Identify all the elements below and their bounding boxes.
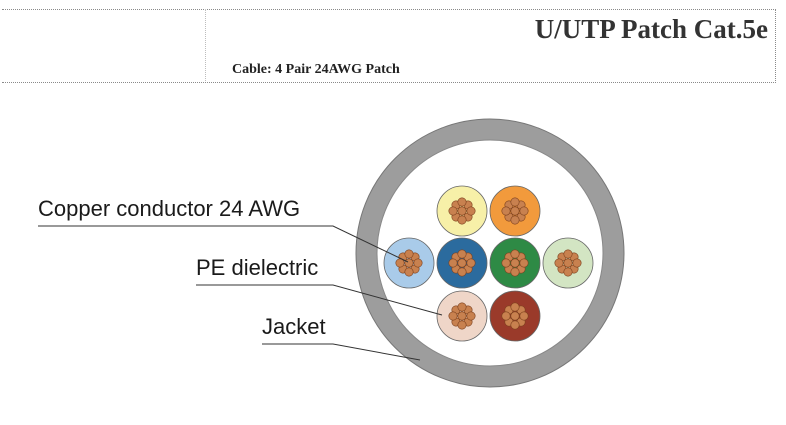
copper-strand [501,311,511,321]
copper-strand [572,258,582,268]
copper-strand [466,206,476,216]
copper-strand [448,258,458,268]
conductor-label: Copper conductor 24 AWG [38,196,301,221]
cable-interior [376,139,604,367]
conductor-leader-line [38,225,409,263]
copper-strand [457,267,467,277]
header-divider [205,9,206,81]
jacket-label: Jacket [262,314,326,339]
copper-strand [519,258,529,268]
copper-strand [404,267,414,277]
copper-strand [563,249,573,259]
wire-brown [489,290,541,342]
copper-strand [457,258,467,268]
wire-white-green [542,237,594,289]
copper-strand [510,197,520,207]
copper-strand [501,206,511,216]
page-title: U/UTP Patch Cat.5e [534,14,768,44]
wire-green [489,237,541,289]
copper-strand [448,311,458,321]
copper-strand [510,249,520,259]
copper-strand [457,320,467,330]
copper-strand [404,249,414,259]
copper-strand [510,206,520,216]
copper-strand [457,206,467,216]
copper-strand [404,258,414,268]
copper-strand [395,258,405,268]
wire-white-blue [383,237,435,289]
wire-blue [436,237,488,289]
copper-strand [563,258,573,268]
copper-strand [519,311,529,321]
copper-strand [466,311,476,321]
copper-strand [510,215,520,225]
copper-strand [563,267,573,277]
copper-strand [457,249,467,259]
copper-strand [510,258,520,268]
copper-strand [554,258,564,268]
copper-strand [466,258,476,268]
copper-strand [510,302,520,312]
dielectric-leader-line [196,284,443,316]
copper-strand [457,197,467,207]
copper-strand [510,320,520,330]
copper-strand [519,206,529,216]
header-frame [2,9,776,83]
jacket-leader-line [262,343,421,361]
copper-strand [510,311,520,321]
copper-strand [457,215,467,225]
copper-strand [457,302,467,312]
copper-strand [510,267,520,277]
wire-group [383,185,594,342]
wire-white-orange [436,185,488,237]
copper-strand [501,258,511,268]
copper-strand [448,206,458,216]
copper-strand [413,258,423,268]
cable-spec: Cable: 4 Pair 24AWG Patch [232,62,400,77]
wire-orange [489,185,541,237]
copper-strand [457,311,467,321]
wire-white-brown [436,290,488,342]
dielectric-label: PE dielectric [196,255,319,280]
